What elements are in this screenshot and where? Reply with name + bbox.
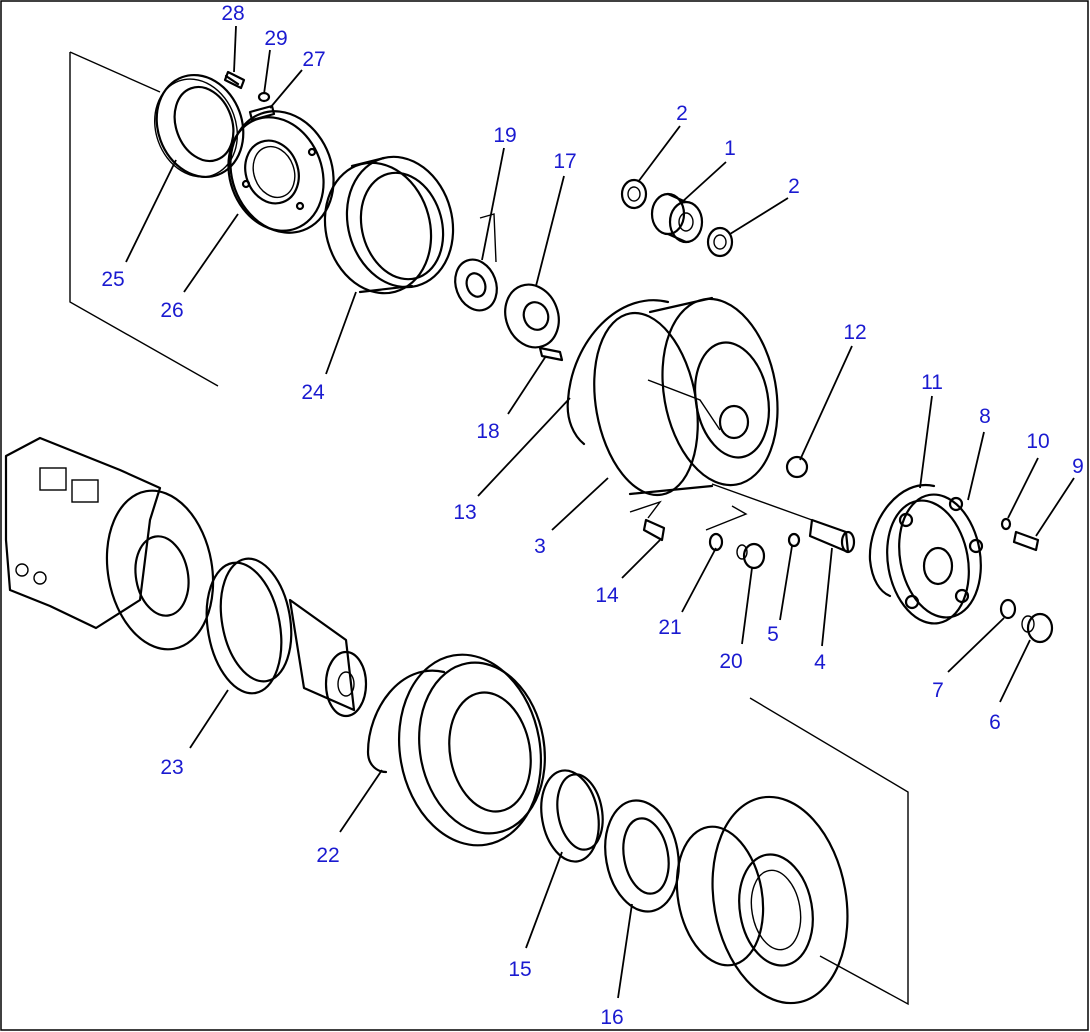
- snap-ring-part-13: [566, 299, 670, 446]
- o-ring-part-21: [705, 505, 748, 552]
- callout-5: 5: [767, 623, 779, 646]
- axle-housing: [4, 436, 215, 651]
- group-bracket-upper-left: [69, 51, 219, 387]
- o-ring-part-5: [787, 532, 801, 548]
- callout-15: 15: [508, 958, 531, 981]
- callout-16: 16: [600, 1006, 623, 1029]
- internal-gear: [397, 653, 546, 847]
- washer-part-10: [1000, 517, 1012, 531]
- callout-23: 23: [160, 756, 183, 779]
- planet-carrier-part-3: [593, 296, 779, 497]
- bearing-cone-part-16: [604, 799, 680, 913]
- callout-17: 17: [553, 150, 576, 173]
- washer-part-29: [257, 91, 271, 103]
- callout-12: 12: [843, 321, 866, 344]
- ring-gear-part-24: [323, 155, 455, 295]
- callout-4: 4: [814, 651, 826, 674]
- snap-ring-part-22: [366, 669, 446, 774]
- planet-gear-part-19: [454, 213, 498, 312]
- planet-shaft-part-4: [711, 483, 856, 554]
- callout-18: 18: [476, 420, 499, 443]
- plug-part-20: [736, 542, 766, 570]
- wheel-hub: [675, 795, 849, 1005]
- callout-22: 22: [316, 844, 339, 867]
- bolt-part-9: [1012, 530, 1040, 552]
- thrust-plate-part-17: [504, 283, 560, 349]
- group-bracket-lower-right: [749, 697, 909, 1006]
- spindle-part-23: [205, 557, 368, 718]
- carrier-plate-part-26: [227, 110, 335, 234]
- bearing-cup-part-15: [540, 769, 604, 863]
- seal-ring-part-25: [154, 73, 245, 179]
- callout-3: 3: [534, 535, 546, 558]
- bearing-cone-part-2-upper: [620, 178, 648, 210]
- callout-9: 9: [1072, 455, 1084, 478]
- o-ring-part-7: [999, 598, 1017, 620]
- callout-25: 25: [101, 268, 124, 291]
- callout-8: 8: [979, 405, 991, 428]
- leader-lines: [125, 25, 1075, 999]
- callout-2-right: 2: [788, 175, 800, 198]
- ring-part-11: [868, 483, 936, 598]
- callout-2-upper: 2: [676, 102, 688, 125]
- callout-29: 29: [264, 27, 287, 50]
- callout-13: 13: [453, 501, 476, 524]
- callout-19: 19: [493, 124, 516, 147]
- callout-27: 27: [302, 48, 325, 71]
- callout-11: 11: [921, 371, 943, 394]
- callout-7: 7: [932, 679, 944, 702]
- nut-part-12: [785, 455, 809, 479]
- callout-1: 1: [724, 137, 736, 160]
- callout-26: 26: [160, 299, 183, 322]
- callout-24: 24: [301, 381, 325, 404]
- bolt-part-28: [223, 70, 246, 90]
- bearing-cone-part-2-right: [706, 226, 734, 258]
- callout-14: 14: [595, 584, 619, 607]
- callout-28: 28: [221, 2, 244, 25]
- bolt-part-18: [538, 346, 564, 362]
- callout-labels: 1 2 2 3 4 5 6 7 8 9 10 11 12 13 14 15 16…: [101, 2, 1084, 1029]
- planet-gear-part-1: [650, 192, 704, 244]
- callout-6: 6: [989, 711, 1001, 734]
- callout-20: 20: [719, 650, 742, 673]
- bolt-part-14: [629, 500, 666, 542]
- plug-part-6: [1021, 612, 1054, 644]
- callout-10: 10: [1026, 430, 1049, 453]
- callout-21: 21: [658, 616, 681, 639]
- cover-part-8: [886, 493, 984, 625]
